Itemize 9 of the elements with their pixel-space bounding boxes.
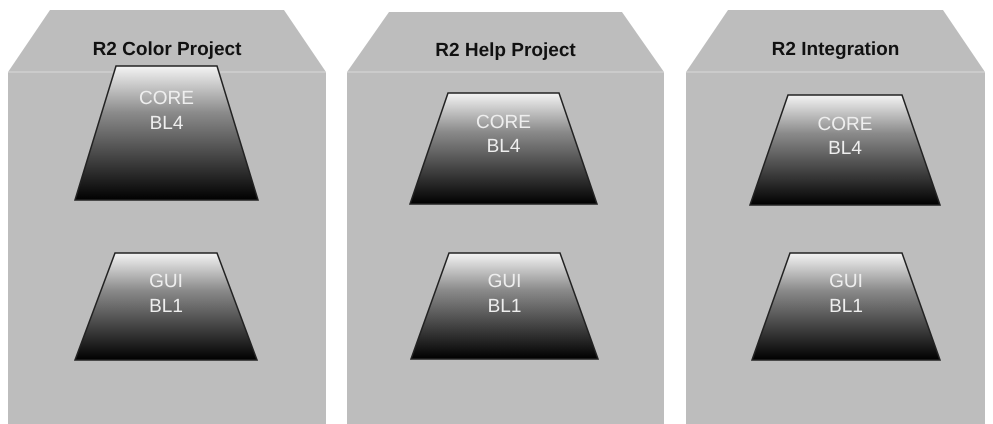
baseline-label: GUI BL1 [149,270,183,319]
project-title: R2 Integration [770,39,900,61]
baseline-label: GUI BL1 [488,270,522,319]
baseline-label: CORE BL4 [139,87,194,136]
project-title: R2 Help Project [434,40,577,62]
baseline-label: GUI BL1 [829,270,863,319]
project-title: R2 Color Project [92,39,242,61]
baseline-label: CORE BL4 [818,112,872,162]
baseline-label: CORE BL4 [476,110,531,160]
